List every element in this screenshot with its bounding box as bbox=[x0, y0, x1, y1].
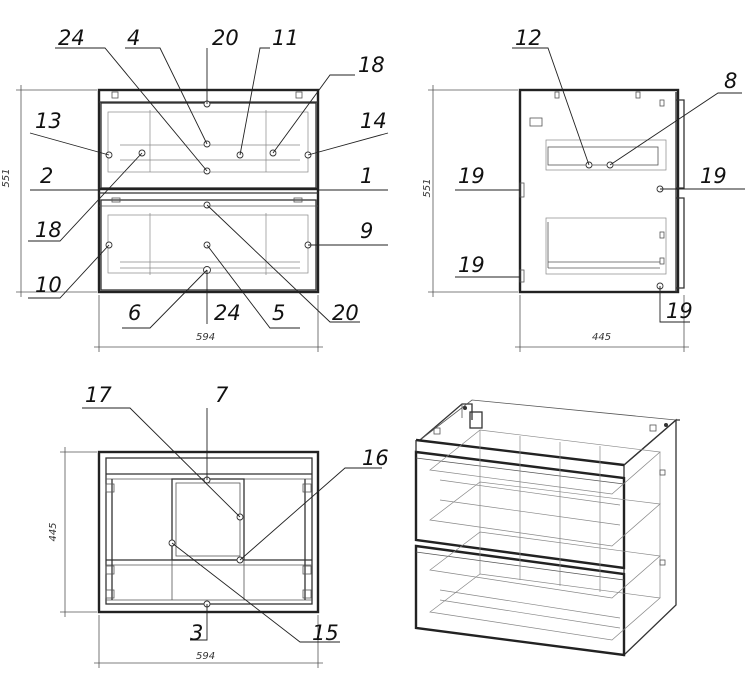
side-dim-height: 551 bbox=[422, 178, 433, 197]
callout-9: 9 bbox=[360, 219, 373, 243]
callout-2: 2 bbox=[40, 164, 53, 188]
callout-1: 1 bbox=[360, 164, 373, 188]
callout-15: 15 bbox=[312, 621, 339, 645]
callout-19a: 19 bbox=[458, 164, 485, 188]
callout-16: 16 bbox=[362, 446, 389, 470]
callout-10: 10 bbox=[35, 273, 62, 297]
front-dim-height: 551 bbox=[1, 168, 12, 187]
callout-5: 5 bbox=[272, 301, 285, 325]
top-view: 594 445 17 7 16 3 15 bbox=[48, 383, 389, 668]
front-view: 594 551 24 4 20 11 18 13 14 2 1 18 9 10 … bbox=[1, 26, 389, 352]
callout-7: 7 bbox=[215, 383, 229, 407]
callout-24b: 24 bbox=[214, 301, 241, 325]
top-dim-depth: 445 bbox=[48, 522, 59, 541]
callout-14: 14 bbox=[360, 109, 387, 133]
callout-18b: 18 bbox=[35, 218, 62, 242]
callout-19d: 19 bbox=[666, 299, 693, 323]
callout-17: 17 bbox=[85, 383, 112, 407]
callout-8: 8 bbox=[724, 69, 737, 93]
side-view: 445 551 12 8 19 19 19 19 bbox=[422, 26, 745, 352]
callout-13: 13 bbox=[35, 109, 62, 133]
callout-18: 18 bbox=[358, 53, 385, 77]
callout-4: 4 bbox=[127, 26, 140, 50]
isometric-view bbox=[414, 399, 680, 657]
callout-24: 24 bbox=[58, 26, 85, 50]
callout-20b: 20 bbox=[332, 301, 359, 325]
front-dim-width: 594 bbox=[196, 332, 215, 343]
callout-19c: 19 bbox=[700, 164, 727, 188]
side-dim-depth: 445 bbox=[592, 332, 611, 343]
callout-20: 20 bbox=[212, 26, 239, 50]
callout-12: 12 bbox=[515, 26, 542, 50]
callout-6: 6 bbox=[128, 301, 141, 325]
top-dim-width: 594 bbox=[196, 651, 215, 662]
callout-19b: 19 bbox=[458, 253, 485, 277]
callout-11: 11 bbox=[272, 26, 299, 50]
callout-3: 3 bbox=[190, 621, 203, 645]
